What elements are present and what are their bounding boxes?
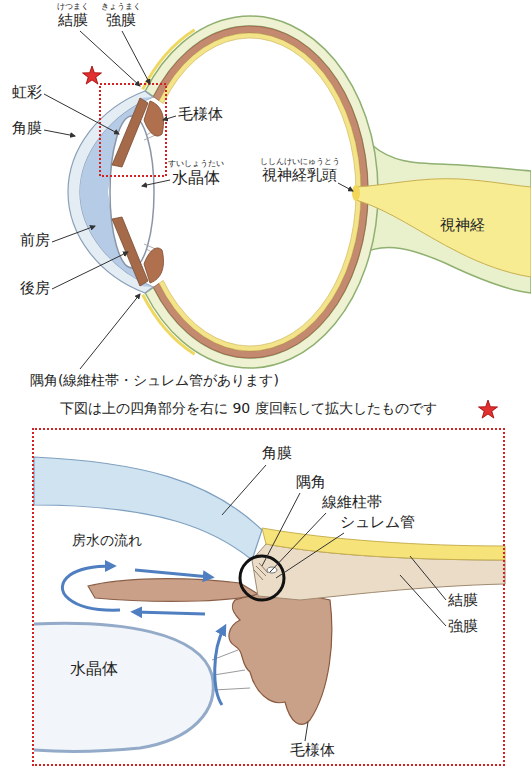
leader-line: [52, 252, 128, 289]
part-label: 毛様体: [290, 742, 335, 759]
leader-line: [80, 31, 140, 86]
part-label: 隅角(線維柱帯・シュレム管があります): [30, 372, 279, 388]
optic-disc: [352, 185, 360, 201]
part-label: シュレム管: [340, 514, 415, 531]
part-label: 結膜: [448, 592, 478, 609]
leader-line: [163, 116, 176, 120]
flow-label: 房水の流れ: [72, 532, 142, 548]
reading-label: きょうまく: [101, 2, 141, 11]
leader-line: [142, 180, 170, 186]
leader-line: [400, 575, 446, 626]
part-label: 虹彩: [12, 84, 42, 101]
part-label: 隅角: [296, 474, 326, 491]
leader-line: [276, 533, 344, 578]
part-label: 前房: [20, 232, 50, 249]
zonule-fibres: [144, 128, 160, 256]
iris-bottom: [112, 217, 148, 286]
iris: [88, 579, 258, 602]
part-label: 強膜: [448, 618, 478, 635]
reading-label: けつまく: [57, 2, 89, 11]
part-label: 強膜: [106, 12, 136, 29]
sclera-band: [145, 16, 378, 368]
lens-fill: [34, 623, 213, 751]
anterior-chamber: [80, 97, 153, 287]
reading-label: すいしょうたい: [168, 159, 224, 168]
leader-line: [80, 294, 140, 369]
leader-lines-top: [44, 31, 353, 369]
flow-arrow: [62, 566, 120, 610]
part-label: 結膜: [58, 12, 88, 29]
ciliary-body-top: [144, 101, 164, 136]
leader-line: [44, 94, 119, 134]
ciliary-body: [229, 592, 332, 725]
part-label: 水晶体: [172, 169, 220, 187]
flow-arrow: [215, 628, 224, 705]
zoom-frame: [100, 84, 166, 176]
leader-lines-bottom: [222, 465, 446, 741]
leader-line: [222, 465, 266, 515]
flow-arrow: [135, 570, 210, 577]
aqueous-flow-arrows: [62, 566, 224, 705]
conjunctiva-bottom: [143, 295, 195, 355]
enlarged-angle: [34, 457, 505, 751]
magnifier-circle: [240, 556, 284, 600]
leader-line: [305, 722, 308, 741]
lens-outline: [34, 623, 213, 751]
star-mark: [478, 400, 497, 418]
ciliary-body-bottom: [144, 248, 164, 283]
trabecular-meshwork: [254, 563, 268, 580]
zonule-fibre: [214, 688, 250, 690]
leader-line: [44, 130, 75, 136]
reading-label: ししんけいにゅうとう: [260, 157, 340, 166]
part-label: 水晶体: [70, 660, 118, 678]
leader-line: [262, 493, 300, 566]
leader-line: [122, 31, 150, 84]
part-label: 後房: [20, 280, 50, 297]
cornea: [68, 91, 153, 293]
whole-eye: [68, 16, 531, 368]
part-label: 角膜: [12, 120, 42, 137]
part-label: 線維柱帯: [322, 494, 382, 511]
choroid-band: [153, 26, 368, 358]
zoom-panel: 下図は上の四角部分を右に 90 度回転して拡大したものです: [32, 428, 505, 766]
part-label: 視神経: [440, 217, 485, 234]
caption-text: 下図は上の四角部分を右に 90 度回転して拡大したものです: [60, 400, 437, 416]
star-mark: [82, 66, 101, 84]
part-label: 毛様体: [178, 106, 223, 123]
part-label: 角膜: [262, 445, 292, 462]
leader-line: [52, 226, 95, 242]
optic-nerve: [356, 179, 531, 277]
conjunctiva: [262, 528, 505, 560]
conjunctiva-top: [143, 30, 195, 90]
leader-line: [410, 556, 446, 600]
iris-top: [112, 98, 148, 167]
leader-line: [338, 183, 353, 191]
part-label: 視神経乳頭: [262, 167, 337, 184]
zonule-fibre: [214, 670, 245, 675]
flow-arrow: [135, 612, 205, 614]
retina-band: [159, 33, 361, 351]
